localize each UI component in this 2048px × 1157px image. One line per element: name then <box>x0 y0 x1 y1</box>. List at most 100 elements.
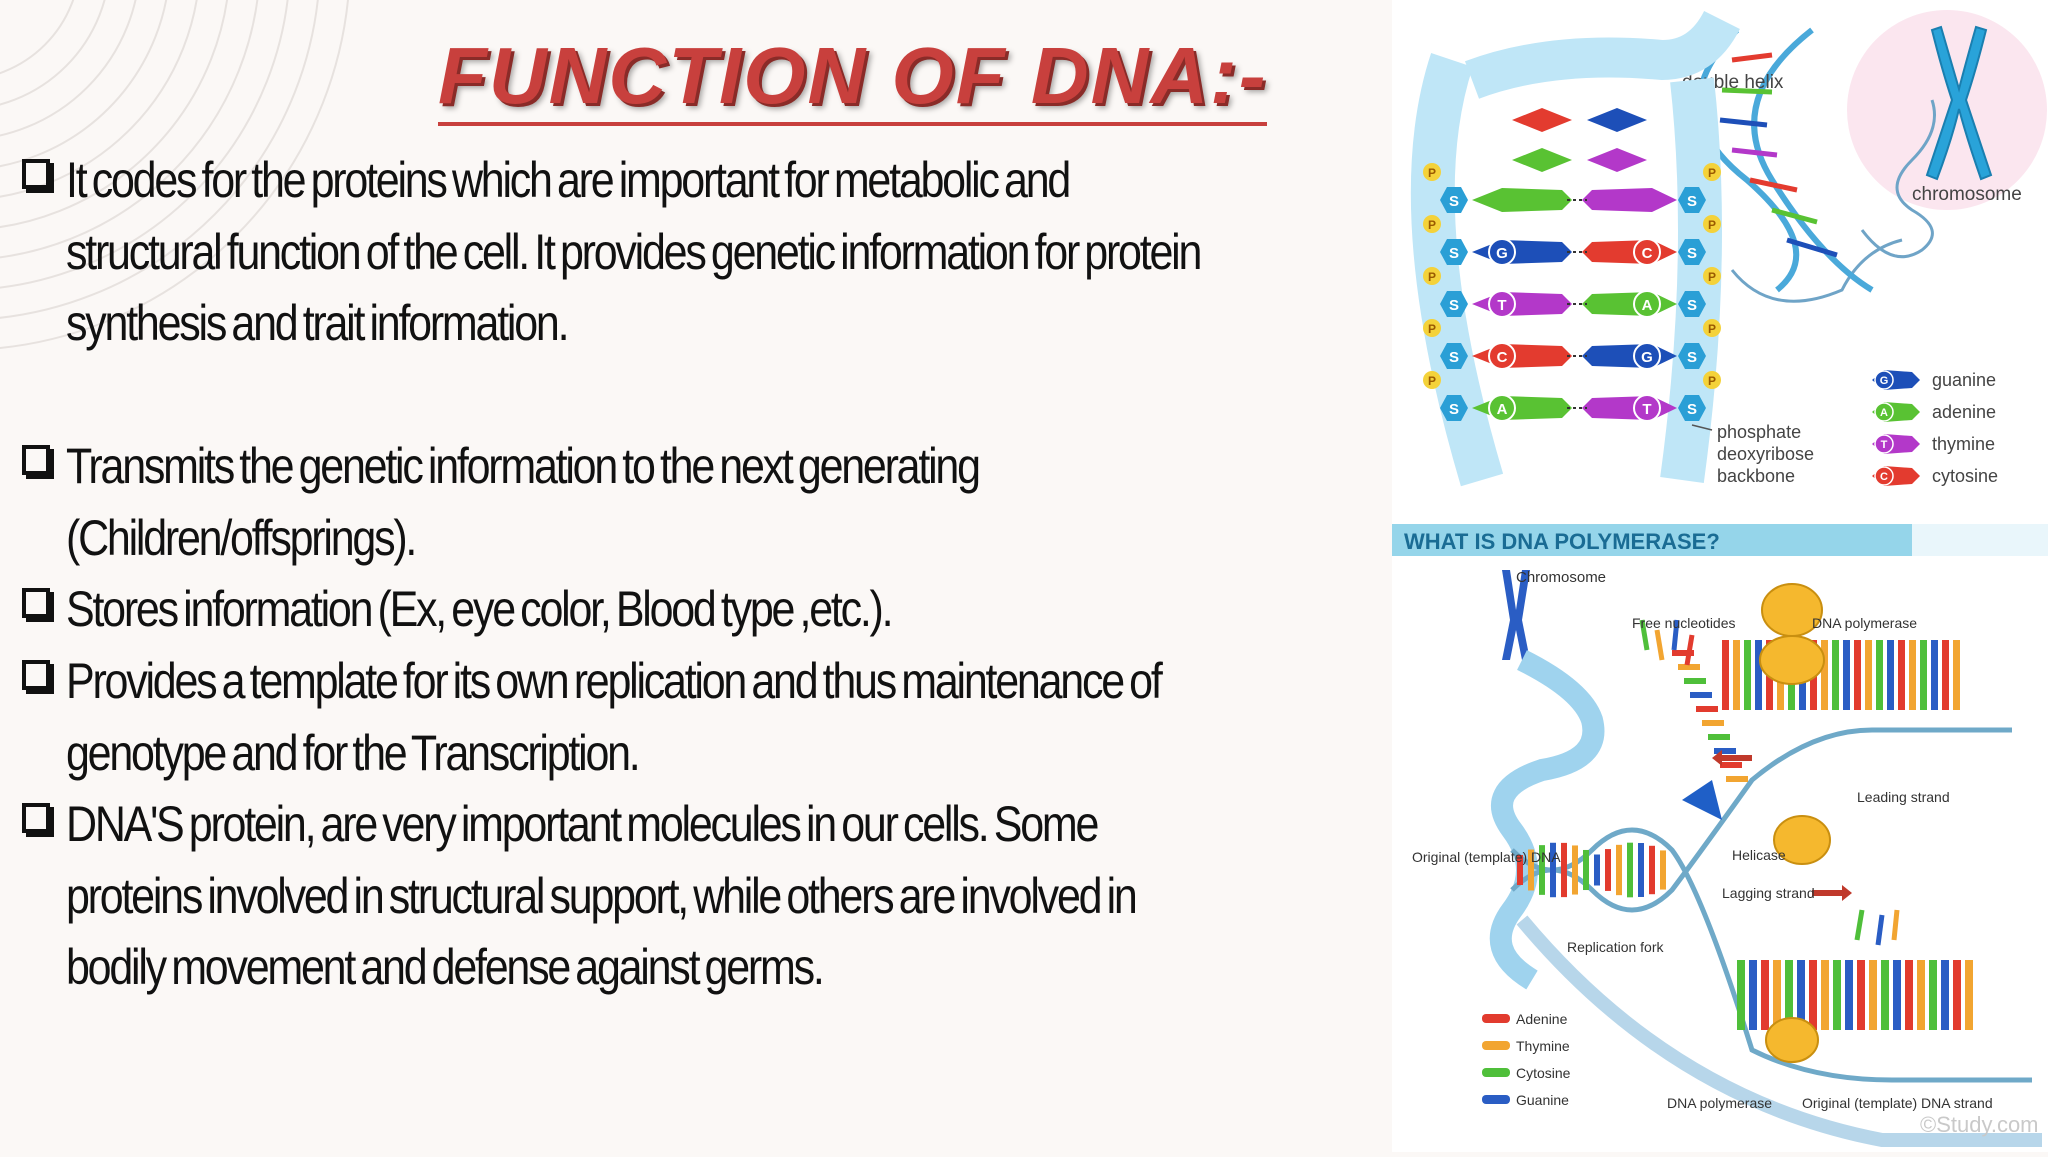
helicase-label: Helicase <box>1732 847 1786 863</box>
base-left <box>1472 292 1572 316</box>
bullet-item: It codes for the proteins which are impo… <box>20 145 1202 431</box>
double-helix-icon <box>1696 27 1874 293</box>
phosphate-node <box>1703 267 1721 285</box>
bullet-list: It codes for the proteins which are impo… <box>20 145 1202 1075</box>
sugar-node <box>1678 239 1706 265</box>
phosphate-node <box>1423 371 1441 389</box>
legend-label: adenine <box>1932 402 1996 422</box>
backbone-label-line1: phosphate <box>1717 422 1801 442</box>
legend-label: Guanine <box>1516 1092 1569 1108</box>
base-letter: C <box>1642 245 1653 262</box>
base-bar <box>1869 960 1877 1030</box>
sugar-node <box>1440 395 1468 421</box>
sugar-node <box>1678 187 1706 213</box>
phosphate-label: P <box>1708 322 1716 336</box>
base-letter: G <box>1641 349 1653 366</box>
base-bar <box>1539 845 1545 895</box>
sugar-label: S <box>1687 193 1697 210</box>
chromosome-icon <box>1925 25 1993 181</box>
base-bar <box>1755 640 1762 710</box>
chromosome-halo <box>1847 10 2047 210</box>
phosphate-node <box>1703 215 1721 233</box>
base-bar <box>1809 960 1817 1030</box>
coiled-dna <box>1489 650 1605 990</box>
base-bar <box>1627 842 1633 898</box>
base-left <box>1472 344 1572 368</box>
sugar-node <box>1440 187 1468 213</box>
base-bar <box>1917 960 1925 1030</box>
original-dna-label: Original (template) DNA <box>1412 849 1561 865</box>
base-bar <box>1953 960 1961 1030</box>
base-bar <box>1843 640 1850 710</box>
base-letter: T <box>1497 297 1506 314</box>
base-bar <box>1726 776 1748 782</box>
sugar-label: S <box>1687 349 1697 366</box>
sugar-label: S <box>1449 245 1459 262</box>
base-bar <box>1649 845 1655 895</box>
base-bar <box>1942 640 1949 710</box>
original-strand-label: Original (template) DNA strand <box>1802 1095 1993 1111</box>
base-letter: A <box>1642 297 1653 314</box>
base-bar <box>1785 960 1793 1030</box>
base-right <box>1582 292 1677 316</box>
sugar-node <box>1678 395 1706 421</box>
base-bar <box>1550 842 1556 898</box>
dna-polymerase-bottom-icon <box>1773 815 1831 865</box>
sugar-label: S <box>1687 245 1697 262</box>
replication-fork-label: Replication fork <box>1567 939 1664 955</box>
base-bar <box>1572 845 1578 895</box>
phosphate-node <box>1703 319 1721 337</box>
legend-label: Thymine <box>1516 1038 1570 1054</box>
base-bar <box>1744 640 1751 710</box>
base-bar <box>1905 960 1913 1030</box>
base-bar <box>1845 960 1853 1030</box>
backbone-label-line3: backbone <box>1717 466 1795 486</box>
watermark: ©Study.com <box>1920 1112 2039 1137</box>
base-bar <box>1720 762 1742 768</box>
base-bar <box>1881 960 1889 1030</box>
base-bar <box>1887 640 1894 710</box>
bullet-text: DNA'S protein, are very important molecu… <box>66 796 1138 995</box>
base-bar <box>1953 640 1960 710</box>
lagging-backbone <box>1510 827 2032 1083</box>
phosphate-label: P <box>1708 218 1716 232</box>
backbone-top <box>1464 10 1740 99</box>
base-bar <box>1761 960 1769 1030</box>
base-bar <box>1616 844 1622 896</box>
coil-line <box>1730 238 1903 303</box>
base-bar <box>1821 960 1829 1030</box>
phosphate-label: P <box>1708 270 1716 284</box>
phosphate-node <box>1703 371 1721 389</box>
phosphate-label: P <box>1428 218 1436 232</box>
legend-letter: G <box>1880 375 1889 387</box>
legend-swatch <box>1482 1068 1510 1077</box>
base-bar <box>1965 960 1973 1030</box>
base-bar <box>1821 640 1828 710</box>
phosphate-node <box>1423 267 1441 285</box>
base-bar <box>1517 855 1523 885</box>
checkbox-bullet-icon <box>22 159 50 189</box>
base-bar <box>1737 960 1745 1030</box>
base-bar <box>1893 960 1901 1030</box>
legend-label: cytosine <box>1932 466 1998 486</box>
coil-line <box>1860 99 1936 259</box>
direction-arrows <box>1712 750 1852 901</box>
base-bar <box>1684 678 1706 684</box>
base-bar <box>1733 640 1740 710</box>
checkbox-bullet-icon <box>22 660 50 690</box>
base-bar <box>1528 849 1534 891</box>
base-bar <box>1678 664 1700 670</box>
base-bar <box>1594 854 1600 886</box>
legend-label: Cytosine <box>1516 1065 1571 1081</box>
base-bar <box>1941 960 1949 1030</box>
dna-polymerase-bottom-label: DNA polymerase <box>1667 1095 1772 1111</box>
lagging-strand-bases <box>1737 960 1973 1030</box>
